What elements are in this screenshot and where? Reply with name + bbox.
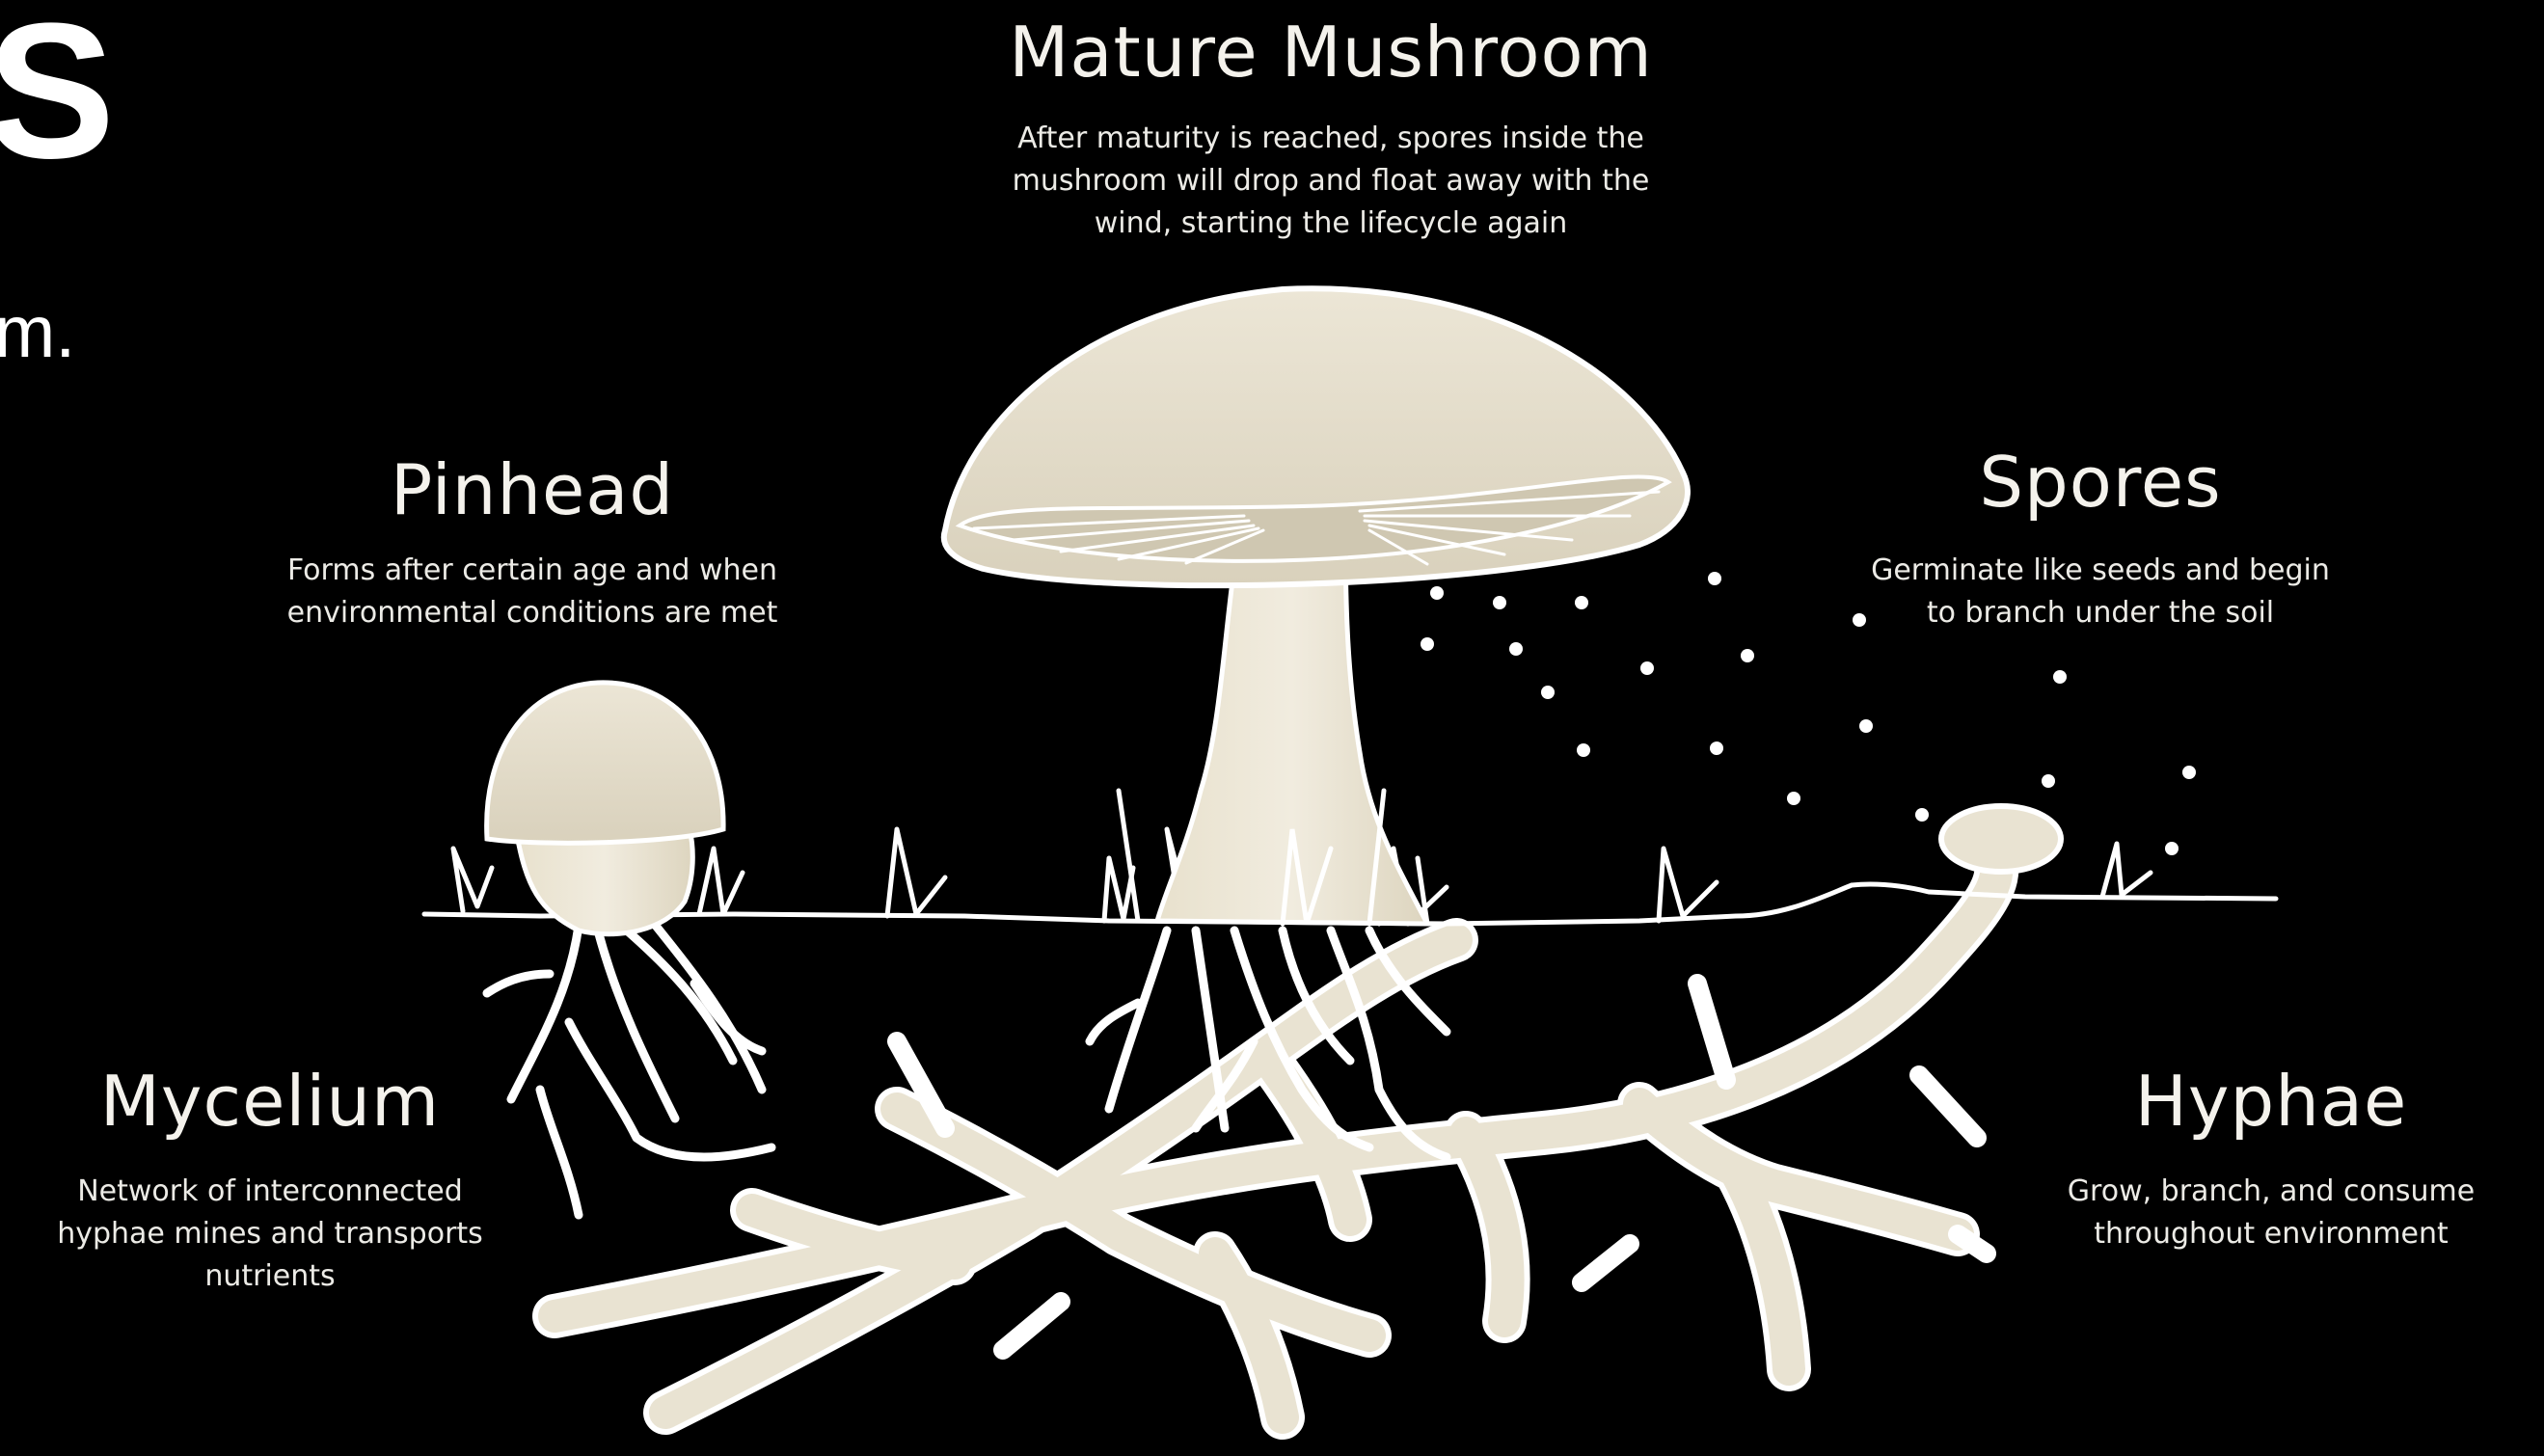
- description-line: Grow, branch, and consume: [2006, 1171, 2536, 1213]
- description-line: wind, starting the lifecycle again: [926, 202, 1736, 245]
- description-line: mushroom will drop and float away with t…: [926, 160, 1736, 202]
- pinhead-mushroom: [487, 683, 723, 934]
- spores-title: Spores: [1811, 436, 2390, 528]
- mature-mushroom-title: Mature Mushroom: [926, 6, 1736, 98]
- description-line: nutrients: [19, 1255, 521, 1298]
- pinhead-title: Pinhead: [243, 444, 822, 536]
- description-line: After maturity is reached, spores inside…: [926, 118, 1736, 160]
- mycelium-description: Network of interconnected hyphae mines a…: [19, 1171, 521, 1298]
- description-line: to branch under the soil: [1811, 592, 2390, 634]
- description-line: hyphae mines and transports: [19, 1213, 521, 1255]
- description-line: Germinate like seeds and begin: [1811, 550, 2390, 592]
- mycelium-title: Mycelium: [19, 1055, 521, 1147]
- hyphae-description: Grow, branch, and consume throughout env…: [2006, 1171, 2536, 1255]
- spores-description: Germinate like seeds and begin to branch…: [1811, 550, 2390, 634]
- mature-mushroom-description: After maturity is reached, spores inside…: [926, 118, 1736, 245]
- description-line: environmental conditions are met: [243, 592, 822, 634]
- description-line: throughout environment: [2006, 1213, 2536, 1255]
- pinhead-description: Forms after certain age and when environ…: [243, 550, 822, 634]
- cropped-heading-text: S: [0, 5, 115, 178]
- hyphae-title: Hyphae: [2006, 1055, 2536, 1147]
- cropped-body-text: m.: [0, 289, 75, 376]
- description-line: Forms after certain age and when: [243, 550, 822, 592]
- description-line: Network of interconnected: [19, 1171, 521, 1213]
